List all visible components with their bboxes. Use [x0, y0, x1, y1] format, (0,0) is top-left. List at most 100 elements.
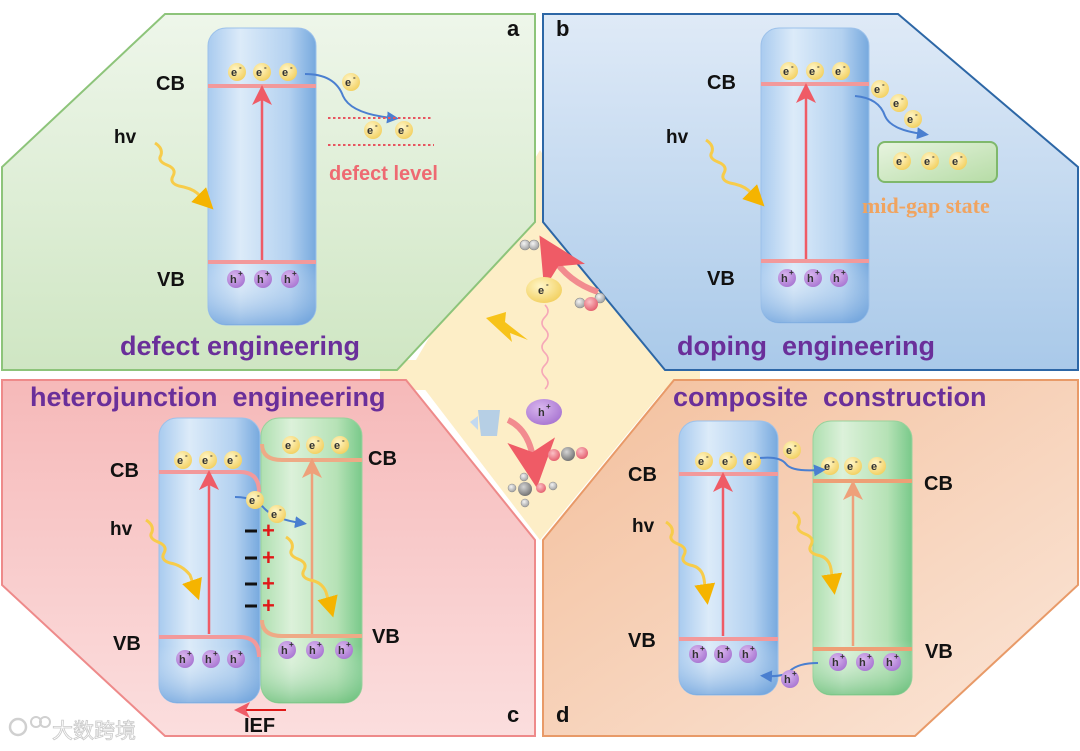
electrons-cb-left: e- e- e- — [174, 451, 242, 469]
hv-label: hv — [114, 127, 137, 148]
hole: h+ — [781, 669, 799, 688]
transfer-arrow — [304, 73, 399, 124]
electrons-cb: e- e- e- — [780, 62, 850, 80]
svg-text:e: e — [249, 495, 255, 507]
svg-text:e: e — [285, 440, 291, 452]
co2-molecule-icon — [548, 447, 588, 461]
photon-icon — [285, 535, 338, 618]
hole: h+ — [689, 644, 707, 663]
svg-text:e: e — [824, 461, 830, 473]
svg-text:+: + — [262, 571, 275, 596]
reaction-arrow — [506, 417, 556, 488]
holes-vb-right: h+ h+ h+ — [829, 652, 901, 671]
svg-text:e: e — [698, 456, 704, 468]
svg-text:+: + — [815, 268, 820, 277]
svg-text:-: - — [342, 436, 345, 445]
svg-text:e: e — [309, 440, 315, 452]
electron: e - — [526, 277, 562, 303]
svg-text:+: + — [841, 268, 846, 277]
svg-text:e: e — [835, 66, 841, 78]
electron: e- — [268, 505, 286, 523]
svg-text:h: h — [338, 645, 345, 657]
electron: e- — [921, 152, 939, 170]
svg-text:-: - — [406, 121, 409, 130]
mid-gap-state-label: mid-gap state — [862, 193, 990, 218]
panel-c: c heterojunction engineering CB VB CB VB… — [1, 379, 536, 737]
svg-text:+: + — [317, 640, 322, 649]
electron: e- — [871, 80, 889, 98]
svg-text:-: - — [879, 457, 882, 466]
svg-text:-: - — [353, 73, 356, 82]
electron: e- — [282, 436, 300, 454]
ief-label: IEF — [244, 715, 275, 737]
svg-text:+: + — [346, 640, 351, 649]
svg-text:-: - — [960, 152, 963, 161]
electron: e- — [783, 441, 801, 459]
electron: e- — [949, 152, 967, 170]
svg-text:-: - — [817, 62, 820, 71]
svg-text:h: h — [179, 654, 186, 666]
svg-text:-: - — [264, 63, 267, 72]
vb-label-left: VB — [113, 633, 141, 655]
svg-text:h: h — [692, 649, 699, 661]
svg-text:e: e — [907, 114, 913, 126]
svg-text:+: + — [789, 268, 794, 277]
svg-text:e: e — [847, 461, 853, 473]
electron: e- — [395, 121, 413, 139]
electron: e- — [821, 457, 839, 475]
svg-text:+: + — [187, 649, 192, 658]
electrons-cb-right: e- e- e- — [282, 436, 349, 454]
svg-text:+: + — [262, 545, 275, 570]
svg-text:-: - — [293, 436, 296, 445]
electron: e- — [780, 62, 798, 80]
panel-c-title: heterojunction engineering — [30, 382, 386, 412]
svg-text:h: h — [205, 654, 212, 666]
svg-text:e: e — [809, 66, 815, 78]
reaction-arrow — [539, 235, 600, 295]
holes-vb-left: h+ h+ h+ — [176, 649, 245, 668]
svg-text:h: h — [230, 274, 237, 286]
svg-text:e: e — [334, 440, 340, 452]
electron: e- — [890, 94, 908, 112]
svg-text:-: - — [915, 110, 918, 119]
holes-vb-left: h+ h+ h+ — [689, 644, 757, 663]
panel-a: a CB VB hv e- e- e- h+ h+ h+ e- e- e- de… — [1, 13, 536, 371]
electrons-cb-left: e- e- e- — [695, 452, 761, 470]
svg-text:+: + — [725, 644, 730, 653]
panel-b-title: doping engineering — [677, 331, 935, 361]
svg-text:+: + — [700, 644, 705, 653]
h2-molecule-icon — [519, 239, 540, 251]
watermark-text: 大数跨境 — [52, 719, 136, 743]
watermark: 大数跨境 — [8, 716, 136, 743]
cb-line-left — [159, 470, 261, 493]
svg-text:+: + — [750, 644, 755, 653]
cb-label-left: CB — [628, 464, 657, 486]
svg-text:-: - — [901, 94, 904, 103]
svg-text:+: + — [213, 649, 218, 658]
svg-text:h: h — [781, 273, 788, 285]
electron: e- — [306, 436, 324, 454]
hole: h+ — [335, 640, 353, 659]
svg-text:h: h — [717, 649, 724, 661]
svg-text:-: - — [882, 80, 885, 89]
hole: h+ — [804, 268, 822, 287]
svg-text:e: e — [231, 67, 237, 79]
defect-level-label: defect level — [329, 163, 438, 185]
svg-text:h: h — [284, 274, 291, 286]
photon-icon — [792, 510, 843, 595]
svg-text:e: e — [345, 77, 351, 89]
svg-text:-: - — [317, 436, 320, 445]
svg-text:-: - — [754, 452, 757, 461]
hv-label: hv — [110, 519, 133, 540]
interface-charges: + + + + — [245, 518, 275, 618]
svg-text:e: e — [786, 445, 792, 457]
hv-label: hv — [632, 516, 655, 537]
svg-text:+: + — [546, 402, 551, 411]
svg-text:-: - — [239, 63, 242, 72]
electrons-cb: e- e- e- — [228, 63, 297, 81]
svg-text:h: h — [784, 674, 791, 686]
cb-label-right: CB — [368, 448, 397, 470]
svg-text:+: + — [265, 269, 270, 278]
panel-b: b CB VB hv e- e- e- h+ h+ h+ e- e- e- e-… — [542, 13, 1079, 371]
electron: e- — [806, 62, 824, 80]
